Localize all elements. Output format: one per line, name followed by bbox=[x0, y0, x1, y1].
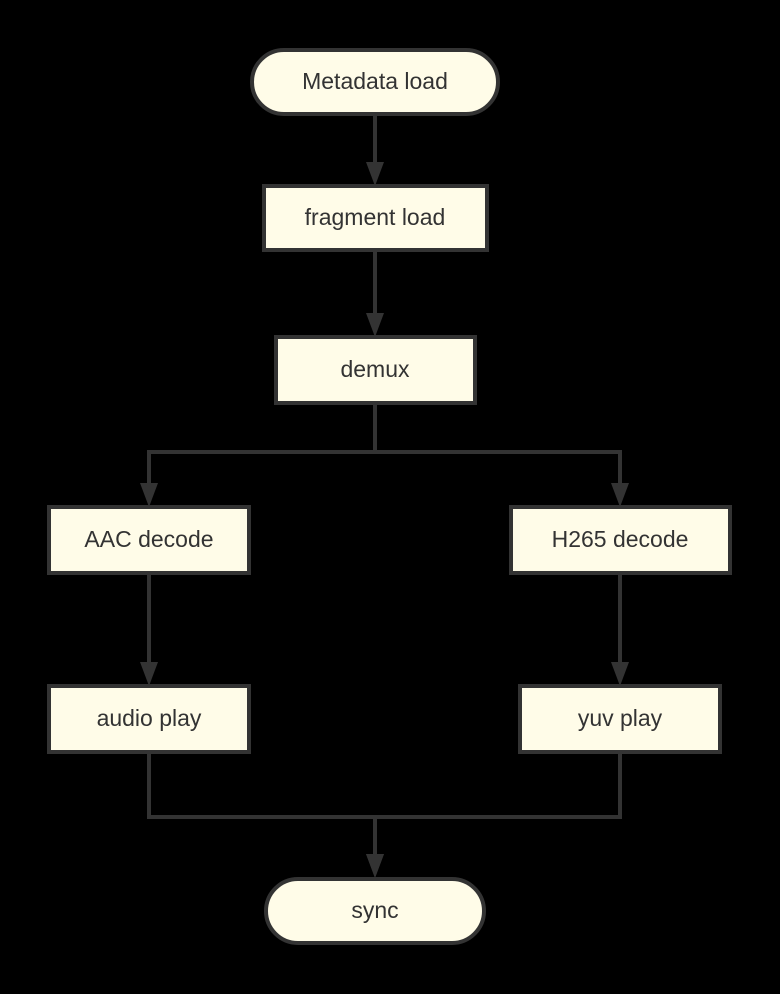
node-sync[interactable]: sync bbox=[264, 877, 486, 945]
node-label-h265-decode: H265 decode bbox=[552, 526, 689, 552]
node-label-aac-decode: AAC decode bbox=[84, 526, 213, 552]
node-h265-decode[interactable]: H265 decode bbox=[509, 505, 732, 575]
edge-audio-play-to-sync bbox=[147, 752, 384, 878]
node-audio-play[interactable]: audio play bbox=[47, 684, 251, 754]
edge-line bbox=[147, 403, 377, 487]
arrowhead-icon bbox=[140, 483, 158, 507]
node-label-fragment-load: fragment load bbox=[305, 204, 446, 230]
node-shape-rect[interactable] bbox=[509, 505, 732, 575]
node-metadata-load[interactable]: Metadata load bbox=[250, 48, 500, 116]
edge-layer bbox=[140, 114, 629, 878]
arrowhead-icon bbox=[611, 483, 629, 507]
node-shape-rect[interactable] bbox=[262, 184, 489, 252]
node-label-sync: sync bbox=[351, 897, 398, 923]
arrowhead-icon bbox=[366, 313, 384, 337]
node-label-yuv-play: yuv play bbox=[578, 705, 663, 731]
edge-yuv-play-to-sync bbox=[366, 752, 622, 878]
edge-fragment-load-to-demux bbox=[366, 250, 384, 337]
node-demux[interactable]: demux bbox=[274, 335, 477, 405]
arrowhead-icon bbox=[140, 662, 158, 686]
edge-demux-to-h265-decode bbox=[373, 403, 629, 507]
node-label-audio-play: audio play bbox=[97, 705, 202, 731]
node-fragment-load[interactable]: fragment load bbox=[262, 184, 489, 252]
node-shape-rect[interactable] bbox=[518, 684, 722, 754]
arrowhead-icon bbox=[611, 662, 629, 686]
edge-h265-decode-to-yuv-play bbox=[611, 573, 629, 686]
edge-line bbox=[373, 403, 622, 487]
edge-metadata-load-to-fragment-load bbox=[366, 114, 384, 186]
edge-line bbox=[147, 752, 377, 858]
node-aac-decode[interactable]: AAC decode bbox=[47, 505, 251, 575]
edge-line bbox=[373, 752, 622, 858]
node-shape-rect[interactable] bbox=[47, 505, 251, 575]
node-yuv-play[interactable]: yuv play bbox=[518, 684, 722, 754]
node-shape-rect[interactable] bbox=[47, 684, 251, 754]
arrowhead-icon bbox=[366, 854, 384, 878]
edge-demux-to-aac-decode bbox=[140, 403, 377, 507]
node-layer: Metadata load fragment load demux AAC de… bbox=[47, 48, 732, 945]
edge-aac-decode-to-audio-play bbox=[140, 573, 158, 686]
arrowhead-icon bbox=[366, 162, 384, 186]
node-shape-stadium[interactable] bbox=[250, 48, 500, 116]
node-shape-rect[interactable] bbox=[274, 335, 477, 405]
node-shape-stadium[interactable] bbox=[264, 877, 486, 945]
node-label-metadata-load: Metadata load bbox=[302, 68, 448, 94]
node-label-demux: demux bbox=[340, 356, 410, 382]
